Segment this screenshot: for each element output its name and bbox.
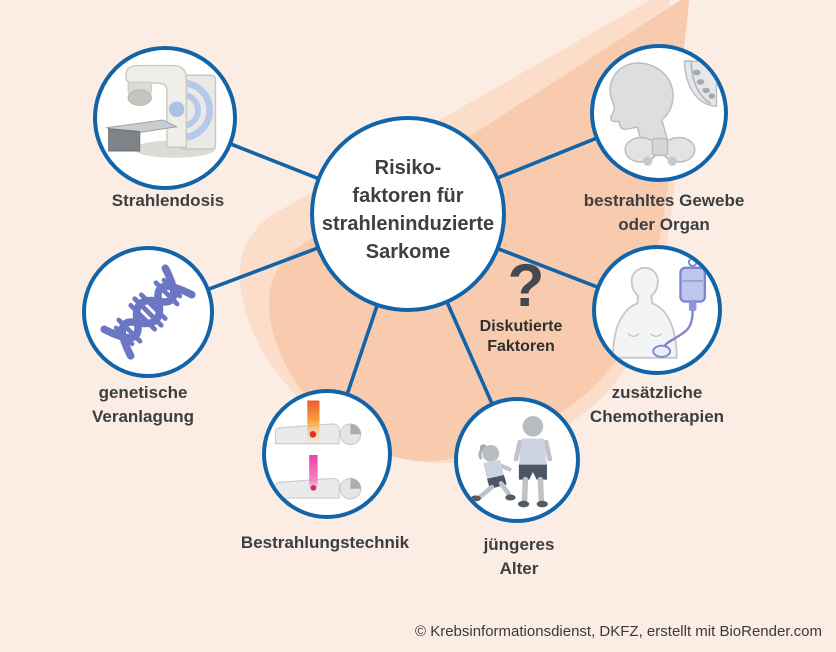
annotation-label: Diskutierte Faktoren <box>479 318 563 355</box>
node-circle-genetische-veranlagung <box>82 246 214 378</box>
iv-chemotherapy-bag-icon <box>611 257 707 359</box>
node-label-genetische-veranlagung: genetische Veranlagung <box>91 383 195 426</box>
footer-credit: © Krebsinformationsdienst, DKFZ, erstell… <box>414 623 822 640</box>
children-icon <box>470 415 553 508</box>
linac-radiotherapy-machine-icon <box>105 64 217 158</box>
diagram-title: Risiko- faktoren für strahleninduzierte … <box>321 157 495 263</box>
node-label-strahlendosis: Strahlendosis <box>111 191 225 210</box>
node-label-juengeres-alter: jüngeres Alter <box>483 535 555 578</box>
patient-radiation-beams-icon <box>274 400 362 500</box>
node-circle-juengeres-alter <box>454 397 580 523</box>
node-label-chemotherapien: zusätzliche Chemotherapien <box>589 383 725 426</box>
dna-helix-icon <box>100 264 196 360</box>
node-label-bestrahlungstechnik: Bestrahlungstechnik <box>240 533 410 552</box>
question-mark-icon: ? <box>507 252 545 319</box>
head-breast-pelvis-anatomy-icon <box>609 60 718 166</box>
node-circle-strahlendosis <box>93 46 237 190</box>
node-circle-bestrahlungstechnik <box>262 389 392 519</box>
node-label-bestrahltes-gewebe: bestrahltes Gewebe oder Organ <box>583 191 745 234</box>
center-node-circle: Risiko- faktoren für strahleninduzierte … <box>310 116 506 312</box>
node-circle-bestrahltes-gewebe <box>590 44 728 182</box>
node-circle-chemotherapien <box>592 245 722 375</box>
